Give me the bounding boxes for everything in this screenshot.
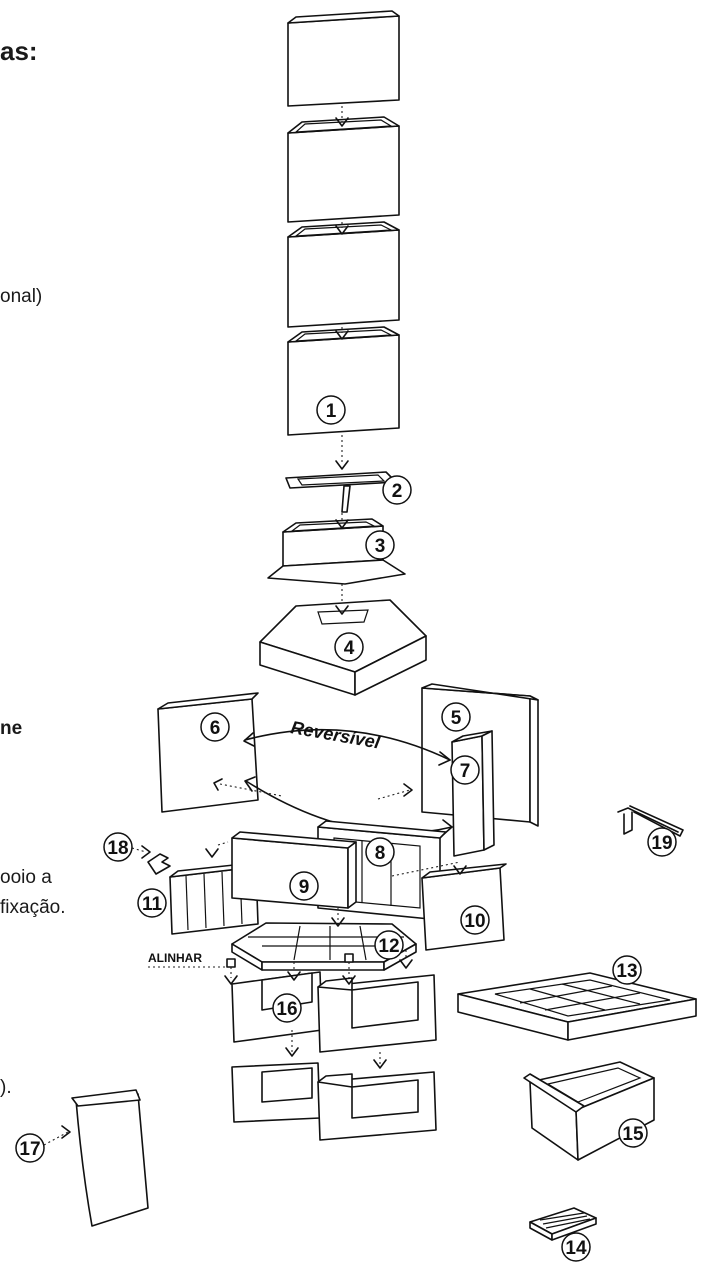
bold-fragment: ne	[0, 718, 23, 739]
chimney-collar	[267, 518, 406, 585]
mortar-bag	[71, 1089, 149, 1227]
chimney-module-3	[287, 221, 400, 328]
part-number-text: 18	[107, 838, 128, 859]
part-number-badge: 9	[289, 871, 319, 901]
chimney-module-top	[287, 10, 400, 107]
heading-fragment: as:	[0, 36, 38, 66]
chimney-module-2	[287, 116, 400, 223]
damper-plate	[285, 471, 397, 513]
fixing-fragment: fixação.	[0, 897, 66, 918]
stand-support-front	[317, 974, 437, 1053]
part-number-text: 17	[19, 1139, 40, 1160]
optional-fragment: onal)	[0, 286, 43, 307]
part-number-badge: 4	[334, 632, 364, 662]
part-number-badge: 1	[316, 395, 346, 425]
right-panel	[421, 863, 507, 951]
part-number-badge: 18	[103, 832, 133, 862]
part-number-text: 2	[392, 481, 403, 502]
front-post	[451, 730, 495, 857]
part-number-text: 9	[299, 877, 310, 898]
part-number-text: 14	[565, 1238, 587, 1259]
part-number-text: 12	[378, 936, 399, 957]
stand-base-left	[231, 1062, 321, 1123]
support-fragment: ooio a	[0, 867, 52, 888]
part-number-badge: 13	[612, 955, 642, 985]
part-number-badge: 5	[441, 702, 471, 732]
ash-tray-base	[457, 972, 697, 1041]
part-number-text: 19	[651, 833, 672, 854]
part-number-badge: 6	[200, 712, 230, 742]
part-number-badge: 14	[561, 1232, 591, 1262]
hook-tool	[617, 805, 684, 837]
part-number-text: 1	[326, 401, 337, 422]
part-number-badge: 12	[374, 930, 404, 960]
part-number-badge: 15	[618, 1118, 648, 1148]
part-number-text: 8	[375, 843, 386, 864]
part-number-text: 7	[460, 761, 471, 782]
stand-base-right	[317, 1071, 437, 1141]
reversible-label: Reversível	[289, 717, 382, 753]
part-number-badge: 17	[15, 1133, 45, 1163]
fixing-clip	[147, 853, 171, 875]
front-panel	[231, 831, 357, 909]
part-number-badge: 7	[450, 755, 480, 785]
part-number-badge: 16	[272, 993, 302, 1023]
part-number-badge: 10	[460, 905, 490, 935]
part-number-text: 3	[375, 536, 386, 557]
part-number-text: 4	[344, 638, 355, 659]
part-number-text: 10	[464, 911, 485, 932]
part-number-text: 15	[622, 1124, 644, 1145]
part-number-text: 13	[616, 961, 637, 982]
part-number-badge: 19	[647, 827, 677, 857]
part-number-text: 16	[276, 999, 297, 1020]
paren-fragment: ).	[0, 1077, 12, 1098]
chimney-module-bottom	[287, 326, 400, 436]
part-number-badge: 8	[365, 837, 395, 867]
align-label: ALINHAR	[148, 951, 202, 965]
side-panel-left	[157, 692, 259, 813]
part-number-text: 11	[142, 894, 163, 915]
hearth-base	[231, 922, 417, 971]
part-number-text: 6	[210, 718, 221, 739]
part-number-text: 5	[451, 708, 462, 729]
ash-drawer	[523, 1061, 655, 1161]
grate	[529, 1207, 597, 1241]
part-number-badge: 3	[365, 530, 395, 560]
part-number-badge: 11	[137, 888, 167, 918]
part-number-badge: 2	[382, 475, 412, 505]
